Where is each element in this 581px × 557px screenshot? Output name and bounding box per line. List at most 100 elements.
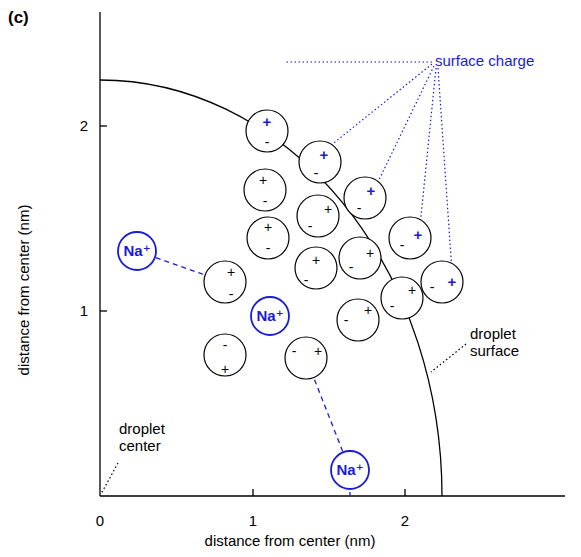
- ion-label: Na⁺: [123, 242, 150, 260]
- water-molecule: +-: [388, 216, 432, 260]
- water-molecule: +-: [284, 336, 328, 380]
- charge-sign: -: [263, 194, 268, 208]
- water-molecule: +-: [203, 333, 247, 377]
- leader-line: [377, 66, 434, 184]
- water-molecule: +-: [343, 176, 387, 220]
- tick: [100, 125, 107, 126]
- circle-shape: [204, 334, 246, 376]
- axis-title: distance from center (nm): [15, 205, 32, 376]
- water-molecule: +-: [203, 260, 247, 304]
- surface-charge-sign: +: [263, 114, 272, 129]
- sodium-ion: Na⁺: [250, 296, 290, 336]
- circle-outline: [343, 176, 387, 220]
- charge-sign: -: [390, 299, 395, 313]
- leader-line: [330, 64, 432, 146]
- leader-line: [431, 344, 466, 372]
- surface-charge-sign: +: [448, 274, 457, 289]
- circle-outline: [203, 260, 247, 304]
- charge-sign: +: [259, 173, 267, 187]
- water-molecule: +-: [420, 260, 464, 304]
- sodium-ion: Na⁺: [117, 231, 157, 271]
- water-molecule: +-: [296, 194, 340, 238]
- charge-sign: +: [221, 362, 229, 376]
- tick-label: 1: [80, 302, 88, 319]
- hydrogen-bond-line: [156, 258, 204, 275]
- charge-sign: -: [430, 280, 435, 294]
- sodium-ion: Na⁺: [330, 450, 370, 490]
- circle-shape: [247, 217, 289, 259]
- circle-shape: [204, 261, 246, 303]
- circle-shape: [339, 237, 381, 279]
- charge-sign: +: [408, 283, 416, 297]
- circle-outline: [388, 216, 432, 260]
- charge-sign: -: [229, 287, 234, 301]
- droplet-surface-arc: [100, 80, 442, 496]
- panel-label: (c): [8, 8, 29, 28]
- ion-label: Na⁺: [256, 307, 283, 325]
- tick: [404, 489, 405, 496]
- tick-label: 1: [249, 512, 257, 529]
- charge-sign: +: [366, 246, 374, 260]
- circle-shape: [421, 261, 463, 303]
- charge-sign: +: [364, 303, 372, 317]
- circle-shape: [344, 177, 386, 219]
- circle-outline: [296, 194, 340, 238]
- circle-shape: [389, 217, 431, 259]
- circle-outline: [380, 276, 424, 320]
- axis-title: distance from center (nm): [205, 532, 376, 549]
- charge-sign: -: [265, 135, 270, 149]
- tick-label: 2: [401, 512, 409, 529]
- water-molecule: +-: [245, 109, 289, 153]
- circle-shape: [381, 277, 423, 319]
- droplet-surface-label: droplet surface: [470, 325, 532, 360]
- circle-shape: [299, 141, 341, 183]
- charge-sign: +: [264, 220, 272, 234]
- circle-shape: [251, 297, 289, 335]
- circle-outline: [338, 236, 382, 280]
- charge-sign: -: [344, 313, 349, 327]
- circle-shape: [246, 110, 288, 152]
- circle-shape: [295, 247, 337, 289]
- circle-shape: [331, 451, 369, 489]
- water-molecule: +-: [294, 246, 338, 290]
- circle-shape: [285, 337, 327, 379]
- charge-sign: -: [308, 219, 313, 233]
- tick-label: 0: [96, 512, 104, 529]
- tick: [252, 489, 253, 496]
- charge-sign: +: [312, 253, 320, 267]
- water-molecule: +-: [243, 168, 287, 212]
- circle-outline: [420, 260, 464, 304]
- hydrogen-bond-line: [314, 378, 343, 451]
- water-molecule: +-: [380, 276, 424, 320]
- circle-shape: [297, 195, 339, 237]
- water-molecule: +-: [336, 298, 380, 342]
- surface-charge-sign: +: [367, 183, 376, 198]
- water-molecule: +-: [246, 216, 290, 260]
- charge-sign: -: [314, 166, 319, 180]
- tick: [100, 310, 107, 311]
- charge-sign: -: [400, 238, 405, 252]
- circle-outline: [336, 298, 380, 342]
- circle-shape: [118, 232, 156, 270]
- circle-outline: [284, 336, 328, 380]
- charge-sign: +: [227, 265, 235, 279]
- leader-line: [284, 61, 432, 62]
- charge-sign: -: [266, 241, 271, 255]
- droplet-center-label: droplet center: [119, 420, 179, 455]
- circle-shape: [244, 169, 286, 211]
- leader-line: [101, 463, 118, 494]
- charge-sign: -: [304, 273, 309, 287]
- charge-sign: -: [349, 260, 354, 274]
- x-axis: [100, 495, 565, 496]
- charge-sign: -: [292, 344, 297, 358]
- charge-sign: -: [223, 338, 228, 352]
- water-molecule: +-: [338, 236, 382, 280]
- charge-sign: +: [324, 202, 332, 216]
- charge-sign: -: [357, 201, 362, 215]
- y-axis: [99, 12, 100, 496]
- leader-line: [420, 68, 436, 226]
- tick-label: 2: [80, 117, 88, 134]
- leader-line: [438, 68, 452, 272]
- surface-charge-label: surface charge: [435, 52, 534, 69]
